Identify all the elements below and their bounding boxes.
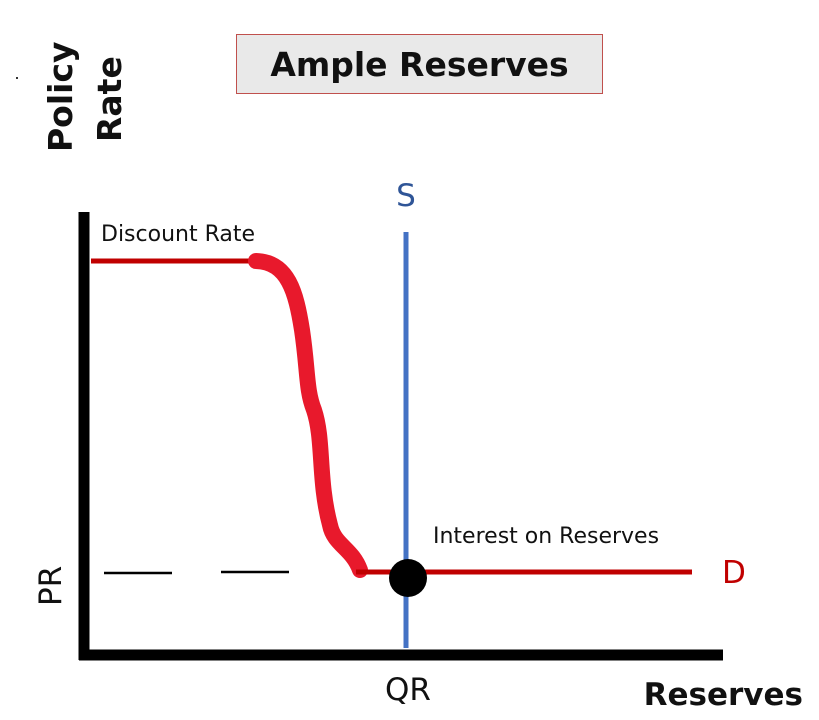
interest-on-reserves-label: Interest on Reserves: [433, 524, 659, 549]
pr-tick-label: PR: [33, 566, 69, 606]
chart-title: Ample Reserves: [236, 34, 603, 94]
demand-steep-curve: [248, 253, 368, 578]
demand-label: D: [722, 555, 746, 591]
supply-label: S: [396, 178, 416, 214]
y-axis-label-line2: Rate: [90, 56, 129, 142]
discount-rate-label: Discount Rate: [101, 222, 255, 247]
qr-tick-label: QR: [385, 672, 431, 708]
equilibrium-point: [389, 559, 427, 597]
y-axis-label-line1: Policy: [41, 41, 80, 152]
x-axis-label: Reserves: [644, 677, 803, 713]
stray-mark: [16, 77, 18, 79]
